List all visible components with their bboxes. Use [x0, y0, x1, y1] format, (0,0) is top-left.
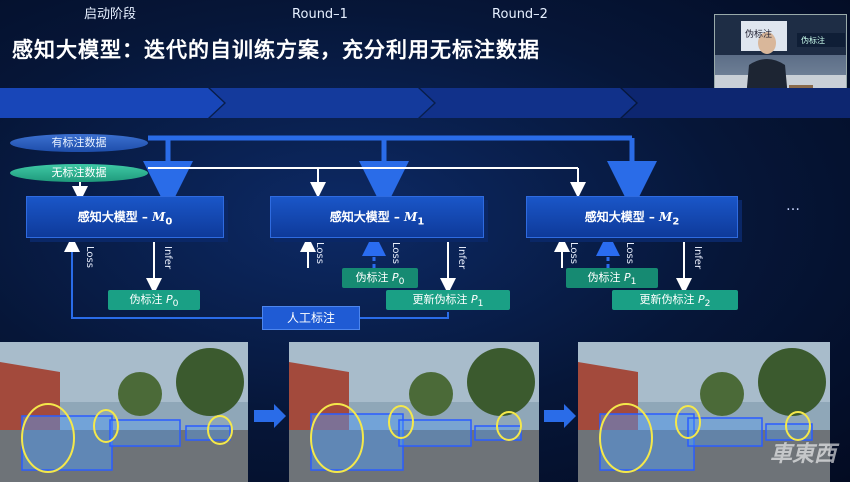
updated-pseudo-label-p2: 更新伪标注 P2: [612, 290, 738, 310]
photo-arrow-2: [544, 404, 576, 428]
loss-label-1: Loss: [314, 242, 325, 264]
labeled-data-feed: [143, 135, 657, 211]
phase-chevron-3: [622, 88, 850, 118]
human-annotation-box: 人工标注: [262, 306, 360, 330]
phase-chevron-2: [420, 88, 636, 118]
model-m1-sub: 1: [417, 216, 425, 228]
pseudo-label-p0-round1: 伪标注 P0: [342, 268, 418, 288]
infer-arrows: [146, 240, 692, 294]
pseudo-feedback-arrows: [362, 232, 620, 268]
continuation-ellipsis: …: [786, 198, 800, 214]
model-node-m0: 感知大模型 – M0: [26, 196, 224, 238]
loss-label-2b: Loss: [624, 242, 635, 264]
pseudo-label-p1-round2: 伪标注 P1: [566, 268, 658, 288]
infer-label-0: Infer: [162, 246, 173, 270]
model-m2-symbol: M: [659, 210, 673, 224]
labeled-data-store: 有标注数据: [10, 134, 148, 152]
model-m1-prefix: 感知大模型 –: [329, 210, 405, 224]
phase-chevron-0: [0, 88, 224, 118]
speaker-screen-text-2: 伪标注: [801, 36, 825, 45]
detection-photo-start: [0, 342, 248, 482]
photo-arrow-1: [254, 404, 286, 428]
phase-label-round1: Round–1: [292, 7, 348, 22]
loss-arrows: [300, 236, 570, 268]
phase-chevron-1: [210, 88, 434, 118]
infer-label-1: Infer: [456, 246, 467, 270]
pseudo-label-p0-start: 伪标注 P0: [108, 290, 200, 310]
loss-label-0: Loss: [84, 246, 95, 268]
detection-photo-round2: [578, 342, 830, 482]
unlabeled-data-store: 无标注数据: [10, 164, 148, 182]
model-m0-prefix: 感知大模型 –: [77, 210, 153, 224]
loss-label-2: Loss: [568, 242, 579, 264]
model-m2-prefix: 感知大模型 –: [584, 210, 660, 224]
loss-label-1b: Loss: [390, 242, 401, 264]
slide-title: 感知大模型：迭代的自训练方案，充分利用无标注数据: [12, 38, 540, 62]
phase-label-start: 启动阶段: [83, 7, 136, 22]
speaker-screen-text: 伪标注: [745, 30, 773, 40]
unlabeled-data-feed: [72, 167, 586, 202]
updated-pseudo-label-p1: 更新伪标注 P1: [386, 290, 510, 310]
model-node-m1: 感知大模型 – M1: [270, 196, 484, 238]
model-node-m2: 感知大模型 – M2: [526, 196, 738, 238]
human-annotation-loop: [64, 236, 449, 319]
phase-label-round2: Round–2: [492, 7, 548, 22]
infer-label-2: Infer: [692, 246, 703, 270]
model-m0-symbol: M: [152, 210, 166, 224]
source-watermark: 車東西: [769, 442, 836, 467]
model-m0-sub: 0: [165, 216, 173, 228]
model-m1-symbol: M: [404, 210, 418, 224]
detection-photo-round1: [289, 342, 539, 482]
model-m2-sub: 2: [672, 216, 680, 228]
